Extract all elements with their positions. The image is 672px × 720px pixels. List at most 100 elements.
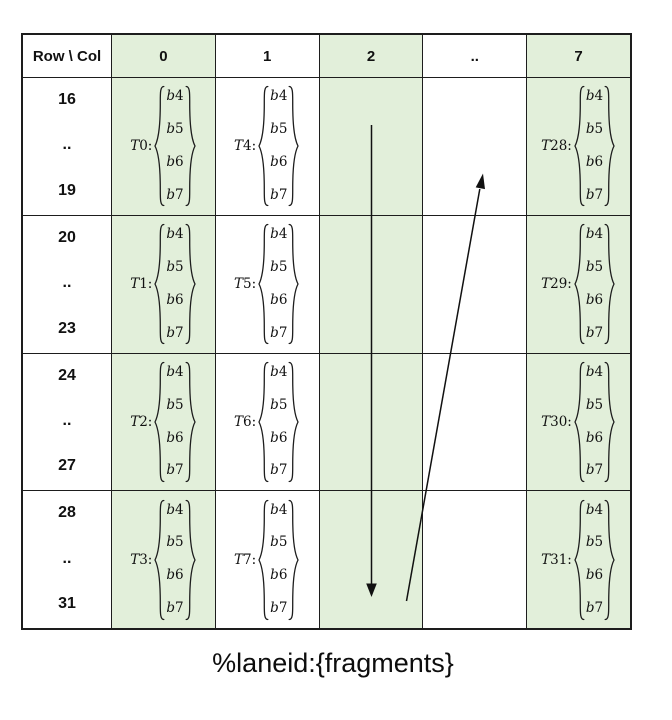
- column-header: 1: [214, 35, 319, 77]
- left-brace-icon: [153, 85, 165, 207]
- fragment-item: b6: [270, 567, 288, 584]
- left-brace-icon: [257, 223, 269, 345]
- fragment-item: b5: [585, 258, 604, 275]
- fragment-item: b7: [270, 324, 288, 341]
- fragment-item: b4: [270, 363, 288, 380]
- thread-label: T31:: [541, 551, 572, 568]
- right-brace-icon: [185, 85, 197, 207]
- fragment-item: b5: [585, 534, 604, 551]
- empty-cell: [318, 214, 423, 353]
- row-label-item: 28: [58, 504, 76, 522]
- row-label: 16.. 19: [23, 77, 111, 215]
- row-label-item: 19: [58, 181, 76, 199]
- row-label-item: ..: [62, 549, 72, 567]
- fragment-item: b5: [166, 121, 184, 138]
- fragment-item: b5: [270, 534, 288, 551]
- row-label-item: 20: [58, 228, 76, 246]
- fragment-item: b5: [585, 396, 604, 413]
- row-label: 24..27: [23, 352, 111, 491]
- right-brace-icon: [185, 361, 197, 483]
- right-brace-icon: [185, 499, 197, 621]
- left-brace-icon: [573, 85, 585, 207]
- thread-label: T6:: [233, 413, 257, 430]
- fragment-item: b6: [585, 154, 604, 171]
- fragment-item: b5: [166, 534, 184, 551]
- fragment-item: b6: [166, 567, 184, 584]
- empty-cell: [318, 77, 423, 215]
- fragment-item: b4: [270, 501, 288, 518]
- fragment-item: b5: [270, 121, 288, 138]
- fragment-item: b4: [166, 363, 184, 380]
- fragment-item: b4: [270, 88, 288, 105]
- fragment-item: b7: [270, 600, 288, 617]
- fragment-cell: T3: b4 b5 b6 b7: [111, 490, 215, 628]
- fragment-list: b4 b5 b6 b7: [269, 503, 288, 617]
- column-header: 2: [318, 35, 423, 77]
- fragment-item: b5: [270, 258, 288, 275]
- fragment-item: b4: [585, 501, 604, 518]
- thread-label: T2:: [130, 413, 153, 430]
- fragment-item: b6: [585, 291, 604, 308]
- fragment-item: b6: [270, 291, 288, 308]
- left-brace-icon: [153, 361, 165, 483]
- left-brace-icon: [257, 85, 269, 207]
- fragment-item: b6: [585, 567, 604, 584]
- thread-label: T30:: [541, 413, 572, 430]
- right-brace-icon: [288, 85, 300, 207]
- right-brace-icon: [604, 223, 616, 345]
- fragment-item: b7: [166, 600, 184, 617]
- thread-label: T4:: [233, 138, 257, 155]
- thread-label: T3:: [130, 551, 153, 568]
- row-label-item: 31: [58, 595, 76, 612]
- fragment-item: b6: [166, 291, 184, 308]
- fragment-item: b5: [166, 396, 184, 413]
- fragment-item: b4: [585, 88, 604, 105]
- right-brace-icon: [288, 361, 300, 483]
- right-brace-icon: [185, 223, 197, 345]
- caption: %laneid:{fragments}: [212, 648, 454, 678]
- row-label-item: ..: [62, 411, 72, 429]
- fragment-item: b4: [585, 363, 604, 380]
- fragment-cell: T28: b4 b5 b6 b7: [526, 77, 630, 215]
- fragment-item: b4: [166, 501, 184, 518]
- empty-cell: [422, 352, 527, 491]
- row-label-item: 16: [58, 91, 76, 108]
- fragment-item: b7: [585, 462, 604, 479]
- right-brace-icon: [288, 499, 300, 621]
- row-label: 28.. 31: [23, 490, 111, 628]
- right-brace-icon: [604, 85, 616, 207]
- row-label-item: ..: [62, 136, 72, 154]
- left-brace-icon: [257, 499, 269, 621]
- fragment-item: b6: [166, 429, 184, 446]
- empty-cell: [422, 490, 527, 628]
- fragment-item: b5: [585, 121, 604, 138]
- left-brace-icon: [153, 223, 165, 345]
- fragment-item: b7: [270, 462, 288, 479]
- fragment-item: b5: [270, 396, 288, 413]
- fragment-item: b4: [166, 88, 184, 105]
- row-label: 20..23: [23, 214, 111, 353]
- fragment-item: b4: [270, 226, 288, 243]
- fragment-item: b5: [166, 258, 184, 275]
- column-header: 7: [526, 35, 630, 77]
- fragment-item: b7: [585, 186, 604, 203]
- thread-label: T28:: [541, 138, 572, 155]
- fragment-list: b4 b5 b6 b7: [585, 89, 604, 203]
- right-brace-icon: [604, 499, 616, 621]
- fragment-list: b4 b5 b6 b7: [165, 503, 184, 617]
- right-brace-icon: [288, 223, 300, 345]
